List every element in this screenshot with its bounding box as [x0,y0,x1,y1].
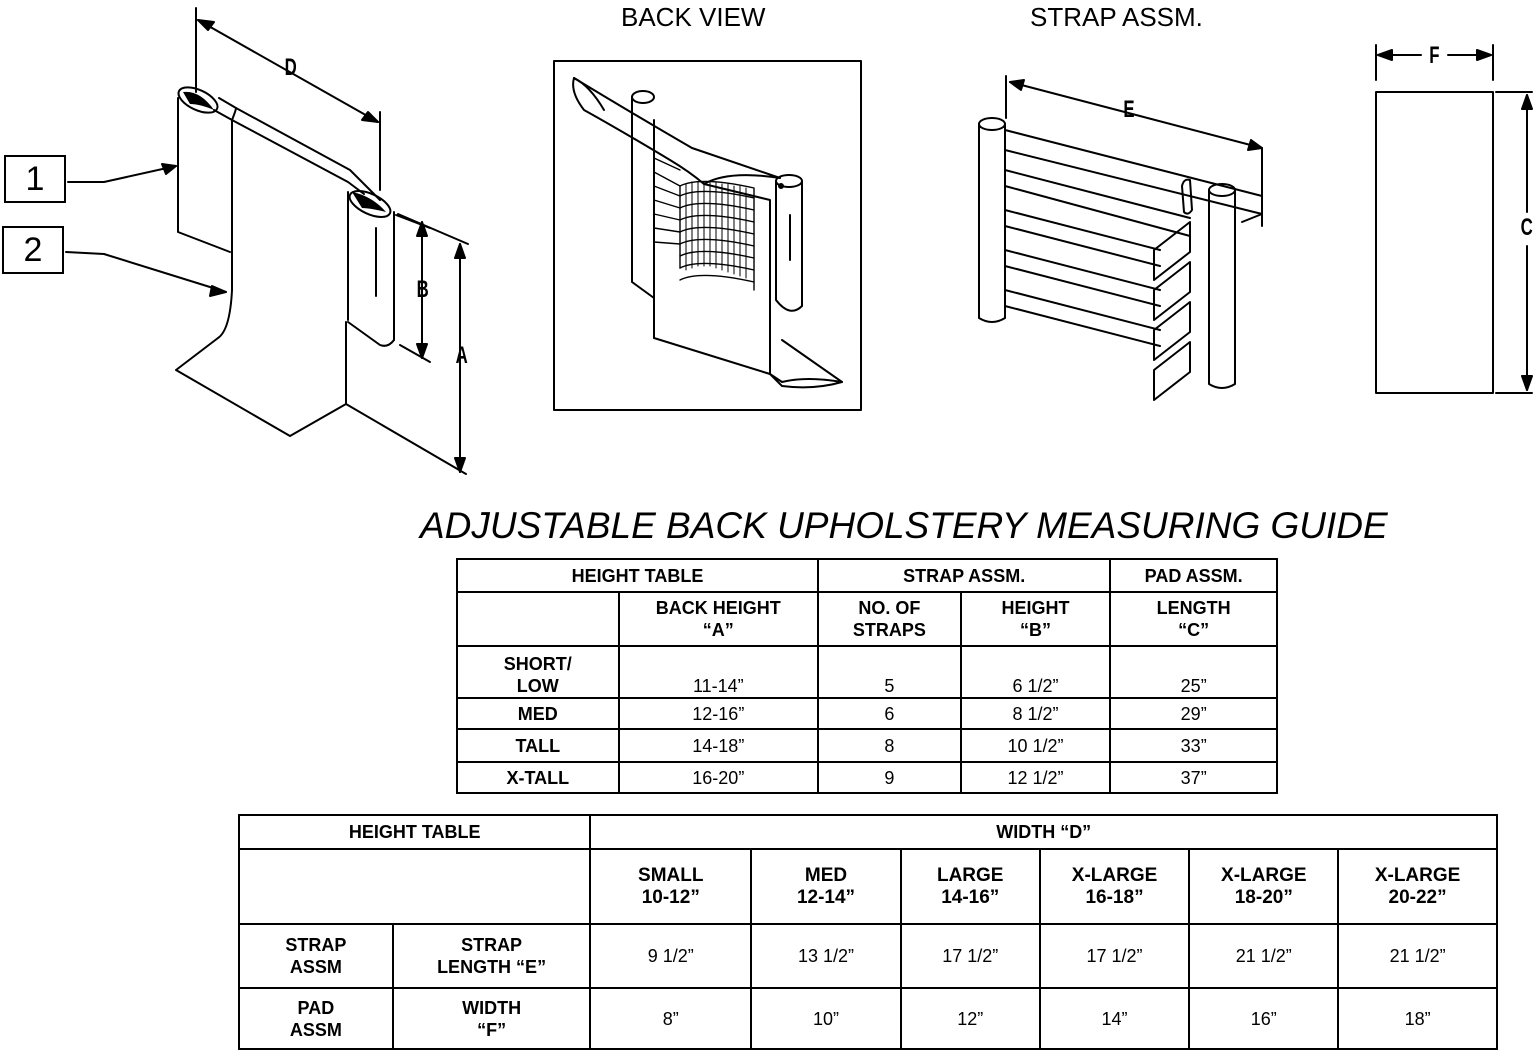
back-height-cell: 11-14” [617,645,820,699]
technical-drawings [65,7,1533,475]
size-cell: X-TALL [456,761,620,794]
width-col-header: SMALL 10-12” [589,848,753,925]
width-col-header: MED 12-14” [750,848,902,925]
strap-assembly-drawing [978,75,1263,401]
width-table: HEIGHT TABLE WIDTH “D” SMALL 10-12” MED … [237,814,1498,1050]
pad-assembly-drawing [1375,44,1533,394]
table-row: SHORT/ LOW 11-14” 5 6 1/2” 25” [456,645,1278,699]
width-d-header: WIDTH “D” [589,814,1498,850]
height-table-header: HEIGHT TABLE [237,814,592,850]
dimension-e-label: E [1123,96,1135,123]
value-cell: 16” [1188,987,1340,1050]
strap-assm-header: STRAP ASSM. [817,558,1112,593]
length-c-header: LENGTH “C” [1109,591,1278,647]
straps-cell: 8 [817,728,962,763]
back-view-title: BACK VIEW [621,2,766,32]
height-b-cell: 6 1/2” [959,645,1112,699]
upholstery-isometric-drawing [65,7,469,475]
straps-cell: 9 [817,761,962,794]
back-view-drawing [553,60,862,411]
back-height-header: BACK HEIGHT “A” [617,591,820,647]
group-cell: PAD ASSM [238,987,394,1050]
no-straps-header: NO. OF STRAPS [817,591,962,647]
callout-1: 1 [4,155,66,203]
pad-assm-header: PAD ASSM. [1109,558,1278,593]
value-cell: 14” [1038,987,1191,1050]
back-height-cell: 14-18” [617,728,820,763]
callout-2: 2 [2,226,64,274]
table-row: TALL 14-18” 8 10 1/2” 33” [456,728,1278,763]
height-b-header: HEIGHT “B” [959,591,1112,647]
length-c-cell: 25” [1109,645,1278,699]
dimension-d-label: D [284,54,297,81]
width-col-header: X-LARGE 16-18” [1038,848,1191,925]
empty-header-cell [237,848,592,925]
value-cell: 12” [899,987,1041,1050]
guide-title: ADJUSTABLE BACK UPHOLSTERY MEASURING GUI… [420,505,1388,546]
width-col-header: X-LARGE 18-20” [1188,848,1340,925]
value-cell: 9 1/2” [589,923,753,989]
length-c-cell: 29” [1109,697,1278,730]
height-table: HEIGHT TABLE STRAP ASSM. PAD ASSM. BACK … [455,558,1278,794]
strap-assm-title: STRAP ASSM. [1030,2,1203,32]
value-cell: 21 1/2” [1188,923,1340,989]
height-b-cell: 8 1/2” [959,697,1112,730]
table-row: PAD ASSM WIDTH “F” 8” 10” 12” 14” 16” 18… [238,987,1498,1050]
height-b-cell: 10 1/2” [959,728,1112,763]
straps-cell: 5 [817,645,962,699]
width-col-header: LARGE 14-16” [899,848,1041,925]
length-c-cell: 37” [1109,761,1278,794]
value-cell: 17 1/2” [1038,923,1191,989]
group-cell: STRAP ASSM [238,923,394,989]
row-label-cell: STRAP LENGTH “E” [391,923,592,989]
empty-header-cell [456,591,620,647]
height-table-header: HEIGHT TABLE [455,558,820,593]
value-cell: 8” [589,987,753,1050]
value-cell: 10” [750,987,902,1050]
value-cell: 17 1/2” [899,923,1041,989]
table-row: STRAP ASSM STRAP LENGTH “E” 9 1/2” 13 1/… [238,923,1498,989]
value-cell: 21 1/2” [1337,923,1498,989]
value-cell: 13 1/2” [750,923,902,989]
dimension-b-label: B [416,276,429,303]
back-height-cell: 12-16” [617,697,820,730]
dimension-c-label: C [1520,214,1533,241]
row-label-cell: WIDTH “F” [391,987,592,1050]
table-row: MED 12-16” 6 8 1/2” 29” [456,697,1278,730]
length-c-cell: 33” [1109,728,1278,763]
value-cell: 18” [1337,987,1498,1050]
size-cell: MED [456,697,620,730]
dimension-a-label: A [455,342,468,369]
back-height-cell: 16-20” [617,761,820,794]
height-b-cell: 12 1/2” [959,761,1112,794]
table-row: X-TALL 16-20” 9 12 1/2” 37” [456,761,1278,794]
width-col-header: X-LARGE 20-22” [1337,848,1498,925]
straps-cell: 6 [817,697,962,730]
dimension-f-label: F [1429,42,1440,69]
size-cell: TALL [456,728,620,763]
size-cell: SHORT/ LOW [456,645,620,699]
